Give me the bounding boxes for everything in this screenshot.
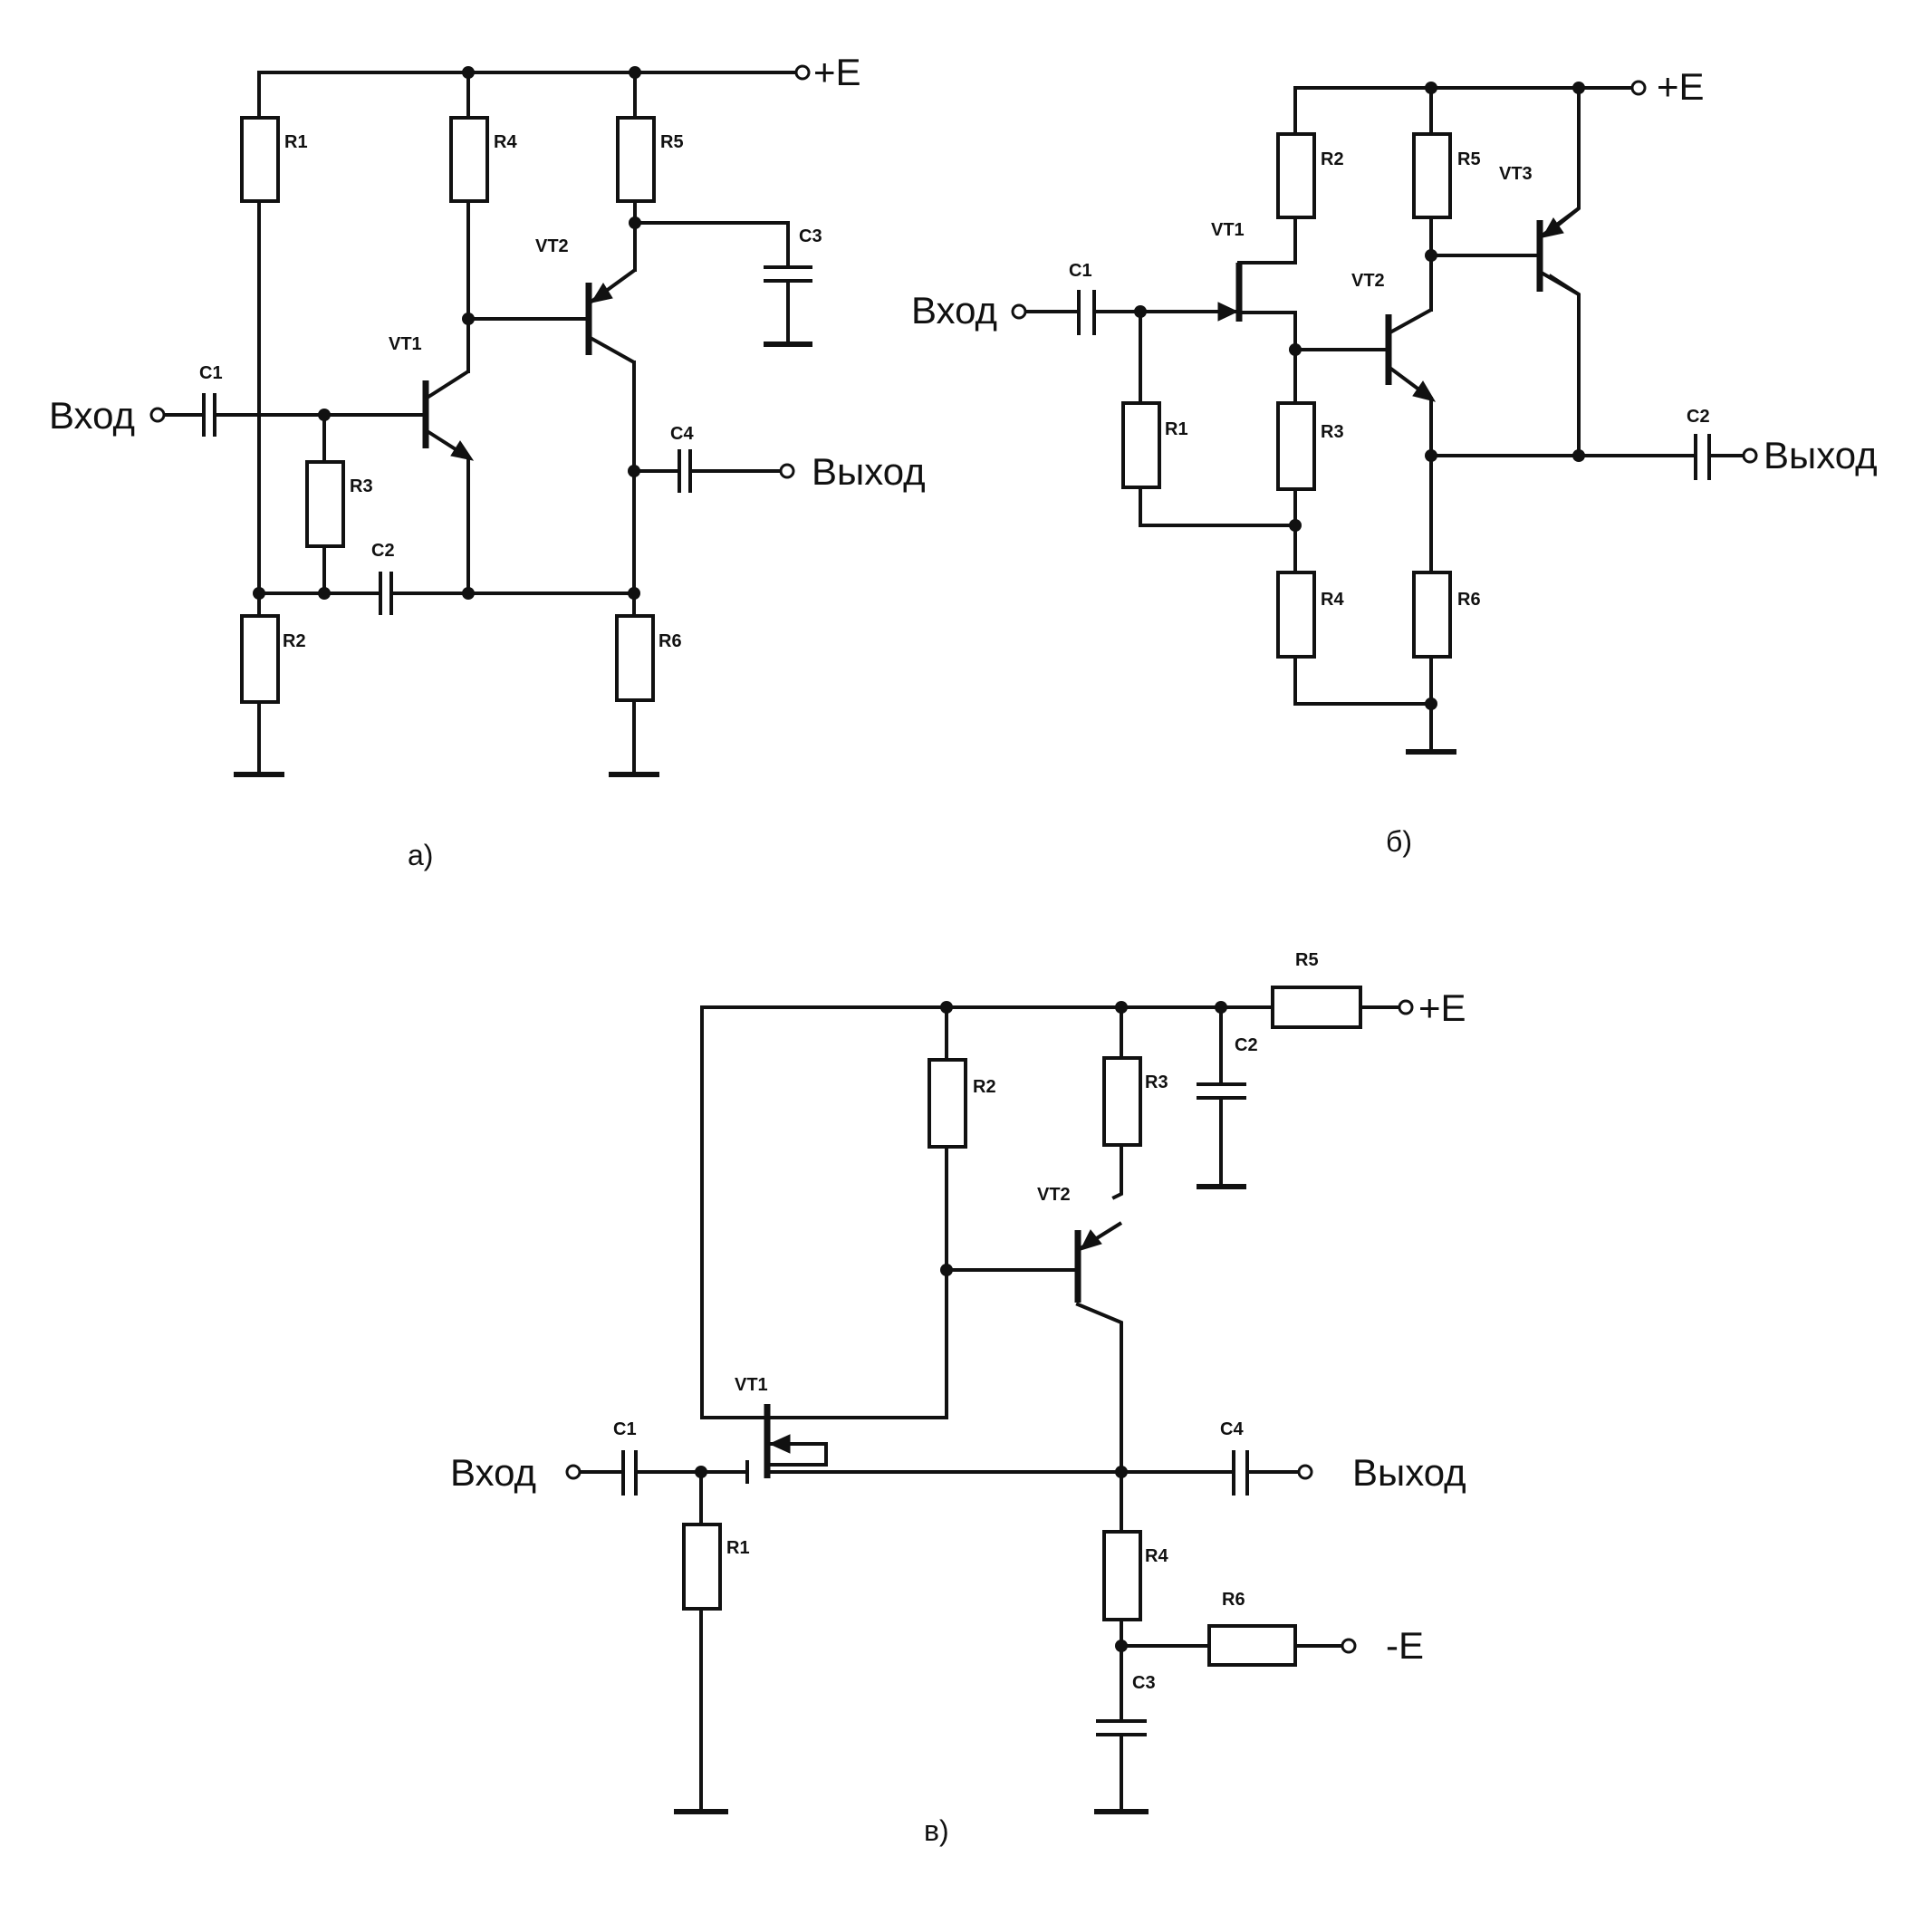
output-terminal	[779, 463, 795, 479]
label-r4: R4	[494, 132, 517, 152]
label-c3: C3	[1132, 1673, 1156, 1693]
resistor-r5-b	[1412, 132, 1452, 219]
input-label: Вход	[49, 394, 135, 437]
supply-terminal	[794, 64, 811, 81]
capacitor-c2-c	[1197, 1082, 1246, 1100]
label-r6: R6	[658, 631, 682, 651]
supply-neg-label: -E	[1386, 1624, 1424, 1667]
resistor-r3-b	[1276, 401, 1316, 491]
capacitor-c2-b	[1694, 434, 1711, 480]
caption-a: а)	[408, 839, 433, 871]
label-r5: R5	[1295, 950, 1319, 970]
label-r3: R3	[1321, 422, 1344, 442]
supply-terminal	[1398, 999, 1414, 1015]
label-vt2: VT2	[1037, 1185, 1071, 1205]
resistor-r6-c	[1207, 1624, 1297, 1667]
resistor-r3-a	[305, 460, 345, 548]
transistor-vt2-c	[1074, 1221, 1123, 1303]
label-c1: C1	[199, 363, 223, 383]
resistor-r1-a	[240, 116, 280, 203]
resistor-r4-c	[1102, 1530, 1142, 1621]
label-vt2: VT2	[1351, 271, 1385, 291]
neg-supply-terminal	[1341, 1638, 1357, 1654]
label-r6: R6	[1222, 1590, 1245, 1610]
supply-label: +E	[1657, 65, 1705, 108]
label-c4: C4	[1220, 1419, 1244, 1439]
resistor-r2-b	[1276, 132, 1316, 219]
output-terminal	[1742, 447, 1758, 464]
capacitor-c4-a	[678, 449, 692, 493]
label-r5: R5	[660, 132, 684, 152]
label-r5: R5	[1457, 149, 1481, 169]
label-r1: R1	[1165, 419, 1188, 439]
label-c2: C2	[1235, 1035, 1258, 1055]
resistor-r2-a	[240, 614, 280, 704]
output-terminal	[1297, 1464, 1313, 1480]
label-r1: R1	[284, 132, 308, 152]
transistor-vt2-b	[1385, 308, 1437, 402]
capacitor-c4-c	[1232, 1450, 1249, 1496]
label-c2: C2	[1687, 407, 1710, 427]
resistor-r5-c	[1271, 986, 1362, 1029]
label-vt2: VT2	[535, 236, 569, 256]
label-r4: R4	[1145, 1546, 1168, 1566]
output-label: Выход	[812, 450, 926, 493]
supply-pos-label: +E	[1418, 986, 1466, 1029]
schematic-b: R2 R5 R1 R3 R4 R6 C1 C2 VT1 VT2 VT3 +E В…	[911, 65, 1878, 858]
transistor-vt1-a	[422, 370, 475, 461]
input-terminal	[149, 407, 166, 423]
transistor-vt2-a	[585, 268, 637, 364]
label-vt1: VT1	[735, 1375, 768, 1395]
label-c2: C2	[371, 541, 395, 561]
transistor-vt1-b	[1217, 263, 1243, 322]
label-r1: R1	[726, 1538, 750, 1558]
label-r2: R2	[1321, 149, 1344, 169]
resistor-r5-a	[616, 116, 656, 203]
capacitor-c2-a	[379, 572, 393, 615]
label-r6: R6	[1457, 590, 1481, 610]
input-label: Вход	[911, 289, 997, 332]
resistor-r1-b	[1121, 401, 1161, 489]
label-r3: R3	[1145, 1072, 1168, 1092]
label-r2: R2	[973, 1077, 996, 1097]
capacitor-c1-c	[621, 1450, 638, 1496]
schematic-c: R2 R3 R5 R1 R4 R6 C1 C2 C3 C4 VT1 VT2 +E…	[450, 950, 1466, 1847]
label-c1: C1	[613, 1419, 637, 1439]
transistor-vt1-c	[745, 1404, 828, 1484]
supply-terminal	[1630, 80, 1647, 96]
capacitor-c3-a	[764, 265, 812, 283]
caption-b: б)	[1386, 825, 1412, 858]
supply-label: +E	[813, 51, 861, 93]
schematic-a: R1 R4 R5 R3 R2 R6 C1 C2 C3 C4 VT1 VT2 +E…	[49, 51, 926, 871]
input-terminal	[565, 1464, 582, 1480]
input-terminal	[1011, 303, 1027, 320]
label-vt1: VT1	[1211, 220, 1245, 240]
label-r3: R3	[350, 476, 373, 496]
capacitor-c1-a	[202, 393, 216, 437]
caption-c: в)	[924, 1814, 949, 1847]
resistor-r6-b	[1412, 571, 1452, 659]
label-vt3: VT3	[1499, 164, 1533, 184]
resistor-r4-a	[449, 116, 489, 203]
label-c3: C3	[799, 226, 822, 246]
label-c4: C4	[670, 424, 694, 444]
resistor-r4-b	[1276, 571, 1316, 659]
input-label: Вход	[450, 1451, 536, 1494]
resistor-r1-c	[682, 1523, 722, 1611]
output-label: Выход	[1764, 434, 1878, 476]
label-c1: C1	[1069, 261, 1092, 281]
capacitor-c3-c	[1096, 1719, 1147, 1736]
capacitor-c1-b	[1077, 290, 1096, 335]
resistor-r6-a	[615, 614, 655, 702]
output-label: Выход	[1352, 1451, 1466, 1494]
resistor-r3-c	[1102, 1056, 1142, 1147]
label-r2: R2	[283, 631, 306, 651]
resistor-r2-c	[928, 1058, 967, 1149]
label-r4: R4	[1321, 590, 1344, 610]
transistor-vt3-b	[1536, 207, 1581, 296]
label-vt1: VT1	[389, 334, 422, 354]
